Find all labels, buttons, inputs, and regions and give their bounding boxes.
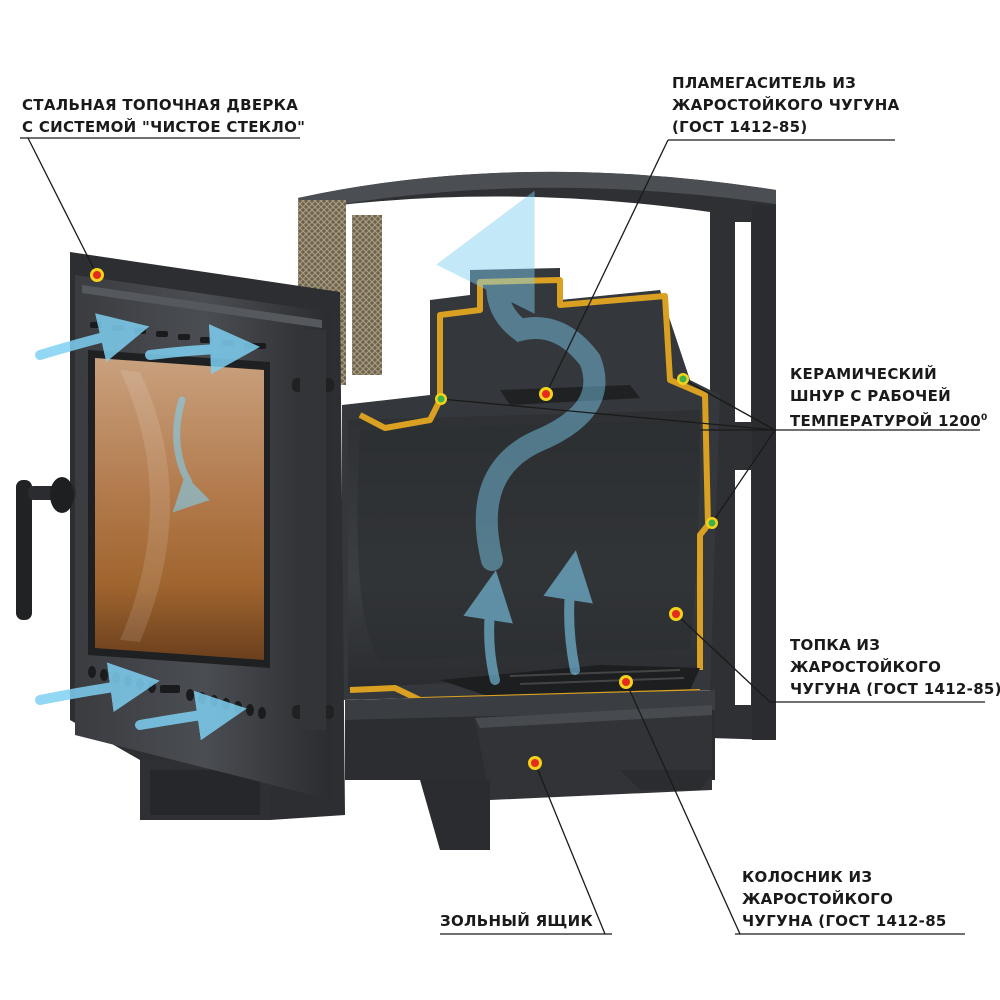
stone-mesh-panel [352, 215, 382, 375]
firebox-body [342, 268, 720, 703]
leader-lines [20, 137, 985, 935]
label-grate-line3: ЧУГУНА (ГОСТ 1412-85 [742, 912, 947, 930]
marker-cord-2 [677, 373, 689, 385]
markers [90, 268, 718, 770]
fire-door [16, 252, 345, 820]
label-firebox-line3: ЧУГУНА (ГОСТ 1412-85) [790, 680, 1000, 698]
base-frame [345, 690, 715, 850]
label-firebox-line1: ТОПКА ИЗ [790, 636, 881, 654]
label-grate-line1: КОЛОСНИК ИЗ [742, 868, 873, 886]
marker-grate [619, 675, 633, 689]
flame-damper-plate [500, 385, 640, 405]
label-ceramic-cord-degree: 0 [980, 413, 988, 423]
label-ceramic-cord: КЕРАМИЧЕСКИЙ ШНУР С РАБОЧЕЙ ТЕМПЕРАТУРОЙ… [790, 363, 988, 432]
label-grate-line2: ЖАРОСТОЙКОГО [742, 890, 894, 908]
label-door-line1: СТАЛЬНАЯ ТОПОЧНАЯ ДВЕРКА [22, 96, 299, 114]
label-ceramic-cord-line1: КЕРАМИЧЕСКИЙ [790, 365, 937, 383]
heat-shield-cage [298, 171, 776, 740]
airflow-arrows [35, 190, 606, 741]
label-door: СТАЛЬНАЯ ТОПОЧНАЯ ДВЕРКА С СИСТЕМОЙ "ЧИС… [22, 94, 305, 138]
label-flame-damper-line2: ЖАРОСТОЙКОГО ЧУГУНА [672, 96, 900, 114]
label-firebox-line2: ЖАРОСТОЙКОГО [790, 658, 942, 676]
marker-cord-1 [435, 393, 447, 405]
label-firebox: ТОПКА ИЗ ЖАРОСТОЙКОГО ЧУГУНА (ГОСТ 1412-… [790, 634, 1000, 700]
marker-ash-box [528, 756, 542, 770]
label-door-line2: С СИСТЕМОЙ "ЧИСТОЕ СТЕКЛО" [22, 118, 306, 136]
label-ceramic-cord-line2: ШНУР С РАБОЧЕЙ [790, 387, 952, 405]
door-handle [16, 477, 76, 620]
label-ceramic-cord-line3: ТЕМПЕРАТУРОЙ 12000 [790, 407, 988, 432]
label-flame-damper-line3: (ГОСТ 1412-85) [672, 118, 808, 136]
marker-flame-damper [539, 387, 553, 401]
label-ash-box-line1: ЗОЛЬНЫЙ ЯЩИК [440, 912, 594, 930]
marker-door [90, 268, 104, 282]
marker-cord-3 [706, 517, 718, 529]
label-flame-damper-line1: ПЛАМЕГАСИТЕЛЬ ИЗ [672, 74, 857, 92]
marker-firebox [669, 607, 683, 621]
label-grate: КОЛОСНИК ИЗ ЖАРОСТОЙКОГО ЧУГУНА (ГОСТ 14… [742, 866, 947, 932]
label-ceramic-cord-temp: ТЕМПЕРАТУРОЙ 1200 [790, 412, 981, 430]
label-ash-box: ЗОЛЬНЫЙ ЯЩИК [440, 910, 593, 932]
label-flame-damper: ПЛАМЕГАСИТЕЛЬ ИЗ ЖАРОСТОЙКОГО ЧУГУНА (ГО… [672, 72, 899, 138]
